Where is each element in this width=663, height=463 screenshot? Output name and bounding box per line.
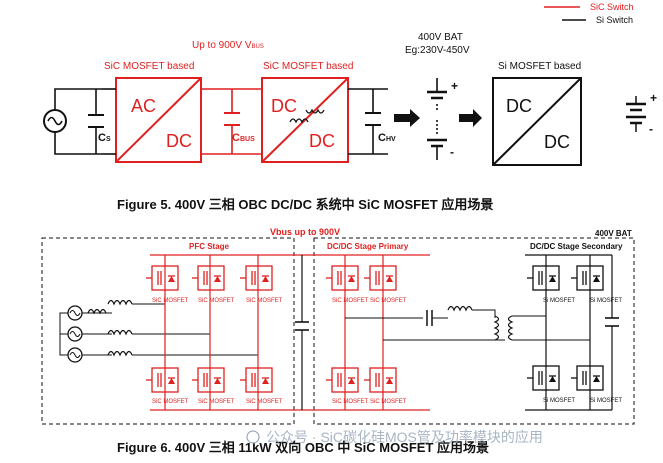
- arrow-right-icon-2: [459, 109, 482, 127]
- pfc-stage-box: [41, 237, 295, 425]
- acdc-block: [115, 77, 202, 163]
- vbus-subscript: BUS: [251, 44, 263, 50]
- pri-mosfet-label-1: SiC MOSFET: [332, 298, 369, 304]
- legend-sic-label: SiC Switch: [590, 2, 634, 12]
- wechat-logo-icon: [246, 430, 260, 444]
- pfc-mosfet-label-4: SiC MOSFET: [152, 399, 189, 405]
- dcdc-stage-box: [313, 237, 635, 425]
- vbus-label-6: Vbus up to 900V: [270, 227, 340, 237]
- svg-text:Up to 900V VBUS: Up to 900V VBUS: [192, 40, 264, 51]
- bat-title: 400V BAT: [418, 32, 463, 43]
- pfc-mosfet-label-3: SiC MOSFET: [246, 298, 283, 304]
- cs-label: C: [98, 132, 106, 144]
- bat-plus: +: [451, 79, 458, 93]
- cs-subscript: S: [106, 136, 111, 143]
- lv-bat-plus: +: [650, 91, 657, 105]
- dcdc-secondary-label: DC/DC Stage Secondary: [530, 242, 623, 251]
- cbus-subscript: BUS: [240, 136, 255, 143]
- sec-mosfet-label-4: Si MOSFET: [590, 398, 622, 404]
- figure6-caption: Figure 6. 400V 三相 11kW 双向 OBC 中 SiC MOSF…: [117, 440, 489, 455]
- pfc-mosfet-label-6: SiC MOSFET: [246, 399, 283, 405]
- svg-text:CBUS: CBUS: [232, 132, 255, 144]
- chv-subscript: HV: [386, 136, 396, 143]
- block2-title: SiC MOSFET based: [263, 61, 353, 72]
- bat-label-6: 400V BAT: [595, 229, 632, 238]
- vbus-label: Up to 900V V: [192, 40, 252, 51]
- dcdc-sic-block: [261, 77, 349, 163]
- arrow-right-icon: [394, 109, 420, 127]
- watermark: 公众号 · SiC碳化硅MOS管及功率模块的应用: [246, 429, 543, 445]
- dcdc-sic-dc-top: DC: [271, 96, 297, 116]
- dcdc-si-block: [492, 77, 582, 166]
- figure6: Vbus up to 900V PFC Stage DC/DC Stage Pr…: [41, 227, 635, 455]
- lv-bat-minus: -: [649, 122, 653, 136]
- legend: SiC Switch Si Switch: [544, 2, 634, 25]
- dcdc-si-dc-top: DC: [506, 96, 532, 116]
- chv-label: C: [378, 132, 386, 144]
- transformer-primary: [493, 315, 500, 341]
- acdc-dc-label: DC: [166, 131, 192, 151]
- battery-icon: [427, 78, 447, 160]
- bat-range: Eg:230V-450V: [405, 45, 470, 56]
- resonant-inductor: [447, 305, 473, 312]
- figure5-caption: Figure 5. 400V 三相 OBC DC/DC 系统中 SiC MOSF…: [117, 197, 493, 212]
- legend-si-label: Si Switch: [596, 15, 633, 25]
- transformer-coil-icon: [289, 118, 309, 124]
- pfc-mosfet-label-5: SiC MOSFET: [198, 399, 235, 405]
- dcdc-sic-dc-bottom: DC: [309, 131, 335, 151]
- dcdc-primary-label: DC/DC Stage Primary: [327, 242, 409, 251]
- bat-minus: -: [450, 145, 454, 159]
- watermark-text: 公众号 · SiC碳化硅MOS管及功率模块的应用: [266, 429, 543, 445]
- sec-mosfet-label-2: Si MOSFET: [590, 298, 622, 304]
- dcdc-si-dc-bottom: DC: [544, 132, 570, 152]
- sine-wave-icon: [47, 116, 63, 126]
- sec-mosfet-label-3: Si MOSFET: [543, 398, 575, 404]
- sec-mosfet-label-1: Si MOSFET: [543, 298, 575, 304]
- transformer-secondary: [507, 315, 514, 341]
- svg-text:CHV: CHV: [378, 132, 396, 144]
- filter-inductors: [87, 299, 133, 357]
- pri-mosfet-label-2: SiC MOSFET: [370, 298, 407, 304]
- block1-title: SiC MOSFET based: [104, 61, 194, 72]
- figure5: CS SiC MOSFET based AC DC Up to 900V VBU…: [43, 32, 657, 212]
- block3-title: Si MOSFET based: [498, 61, 581, 72]
- pri-mosfet-label-3: SiC MOSFET: [332, 399, 369, 405]
- cbus-label: C: [232, 132, 240, 144]
- pfc-stage-label: PFC Stage: [189, 242, 230, 251]
- pfc-mosfet-label-2: SiC MOSFET: [198, 298, 235, 304]
- svg-text:CS: CS: [98, 132, 111, 144]
- ac-sources: [59, 305, 112, 363]
- pri-mosfet-label-4: SiC MOSFET: [370, 399, 407, 405]
- acdc-ac-label: AC: [131, 96, 156, 116]
- lv-battery-icon: [626, 96, 646, 132]
- pfc-mosfet-label-1: SiC MOSFET: [152, 298, 189, 304]
